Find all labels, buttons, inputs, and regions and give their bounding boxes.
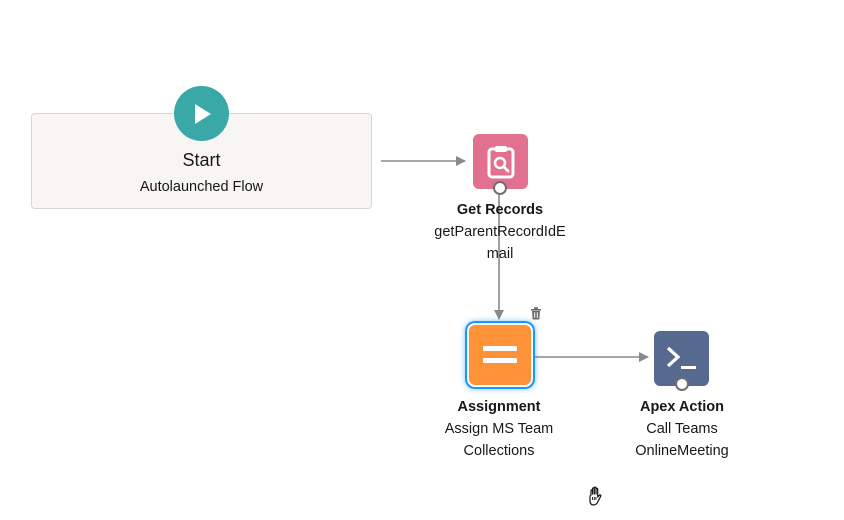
assignment-label[interactable]: Assignment Assign MS Team Collections [414,396,584,462]
assignment-type: Assignment [457,399,541,415]
trash-icon[interactable] [530,307,542,320]
start-node-subtitle: Autolaunched Flow [139,179,264,195]
apex-action-icon[interactable] [654,331,709,386]
play-icon[interactable] [174,86,229,141]
start-node-title: Start [182,150,221,170]
get-records-name: getParentRecordIdEmail [434,224,566,262]
apex-action-connector-handle[interactable] [675,377,689,391]
apex-action-name: Call Teams OnlineMeeting [635,421,729,459]
get-records-type: Get Records [456,202,544,218]
hand-cursor-icon [585,484,609,508]
assignment-name: Assign MS Team Collections [444,421,554,459]
get-records-icon[interactable] [473,134,528,189]
get-records-connector-handle[interactable] [493,181,507,195]
get-records-label[interactable]: Get Records getParentRecordIdEmail [415,199,585,265]
apex-action-type: Apex Action [639,399,725,415]
assignment-icon[interactable] [467,323,533,387]
apex-action-label[interactable]: Apex Action Call Teams OnlineMeeting [597,396,767,462]
